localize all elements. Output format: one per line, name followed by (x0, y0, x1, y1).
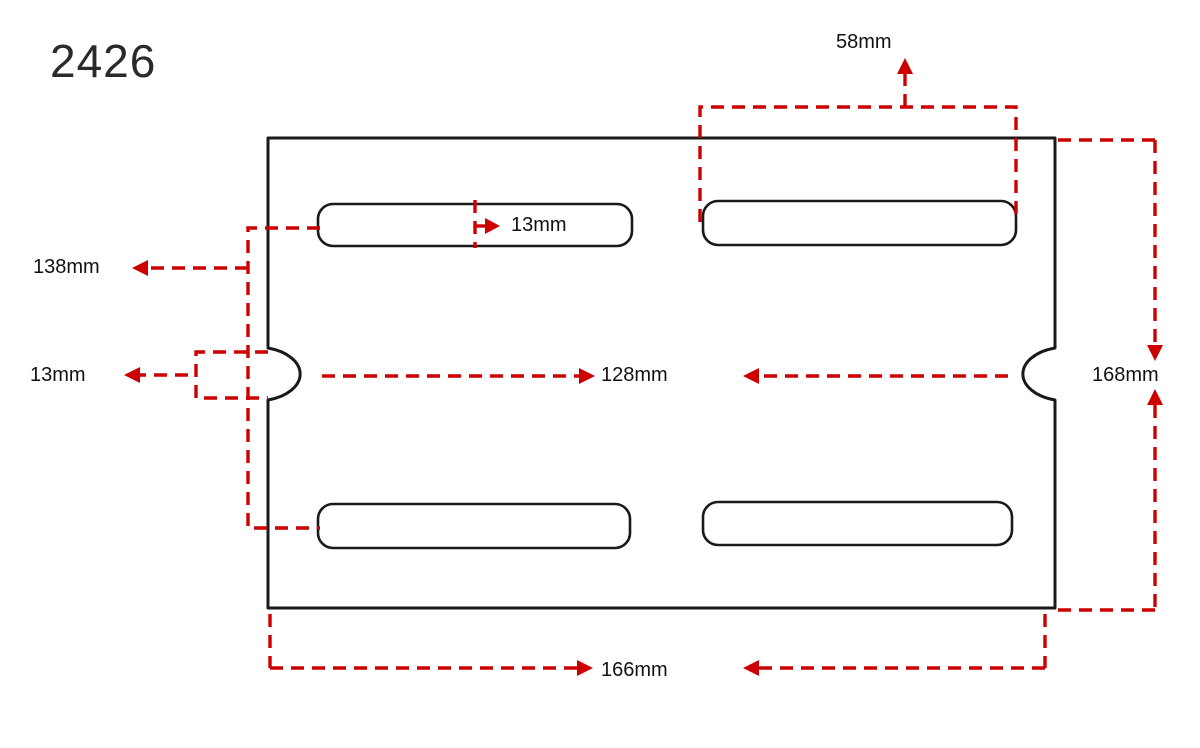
panel-outline (266, 136, 1057, 610)
dim-label-left-span: 138mm (33, 256, 100, 278)
dim-label-notch-height: 13mm (30, 364, 86, 386)
arrowhead-right-166mm (577, 660, 593, 676)
dim-label-bottom-width: 166mm (601, 659, 668, 681)
dim-label-top-width: 58mm (836, 31, 892, 53)
arrowhead-left-138mm (132, 260, 148, 276)
arrowhead-right-128mm (579, 368, 595, 384)
dim-label-slot-offset: 13mm (511, 214, 567, 236)
dim-bracket-138mm (246, 226, 320, 530)
arrowhead-up-58mm (897, 58, 913, 74)
arrowhead-left-13mm-notch (124, 367, 140, 383)
arrowhead-right-13mm-slot (485, 218, 500, 234)
arrowhead-left-166mm (743, 660, 759, 676)
arrowhead-up-168mm (1147, 389, 1163, 405)
slot-top-right (701, 199, 1018, 247)
dim-label-right-height: 168mm (1092, 364, 1159, 386)
dim-label-center-span: 128mm (601, 364, 668, 386)
dim-box-13mm-notch (194, 350, 268, 400)
arrowhead-down-168mm (1147, 345, 1163, 361)
arrowhead-left-128mm (743, 368, 759, 384)
dim-bracket-58mm (698, 105, 1018, 222)
drawing-number: 2426 (50, 35, 157, 87)
slot-bottom-right (701, 500, 1014, 547)
slot-bottom-left (316, 502, 632, 550)
